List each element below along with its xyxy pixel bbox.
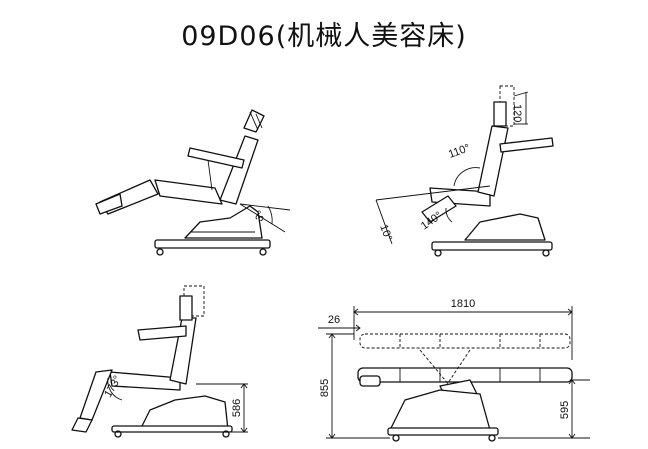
diagram-adjusted: 120 110° 140° 10° [375, 85, 554, 257]
diagram-reclined: 3° [95, 109, 291, 256]
tilt-back-angle: 3° [254, 209, 269, 223]
total-length: 1810 [451, 298, 475, 310]
diagram-flat: 1810 26 855 595 [318, 298, 590, 442]
backrest-angle: 110° [447, 142, 472, 161]
product-title: 09D06(机械人美容床) [181, 21, 467, 52]
foot-angle: 10° [377, 223, 394, 243]
seat-height-side: 586 [231, 399, 243, 417]
total-height: 855 [319, 379, 331, 397]
diagram-upright: 173° 586 [71, 285, 248, 438]
headrest-angle: 120 [511, 104, 523, 122]
head-offset: 26 [328, 314, 340, 326]
seat-height-flat: 595 [559, 401, 571, 419]
